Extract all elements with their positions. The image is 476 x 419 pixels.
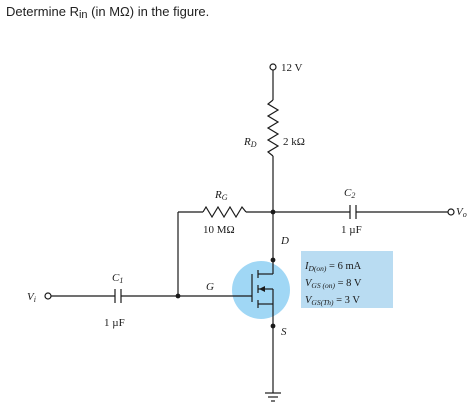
c1-sub: 1 — [119, 276, 123, 285]
spec1-main: I — [304, 261, 309, 272]
vo-sub: o — [463, 210, 467, 219]
vi-terminal — [44, 292, 52, 300]
vi-name: V — [27, 291, 35, 303]
vi-label: Vi — [27, 291, 36, 304]
spec3-val: = 3 V — [334, 295, 361, 306]
supply-label: 12 V — [281, 62, 303, 74]
vi-sub: i — [34, 295, 36, 304]
supply-terminal — [269, 63, 277, 71]
question-prefix: Determine R — [6, 4, 79, 19]
spec-vgs-th: VGS(Th) = 3 V — [305, 295, 360, 307]
question-suffix: (in MΩ) in the figure. — [87, 4, 210, 19]
gate-label: G — [206, 281, 214, 293]
spec2-sub: GS (on) — [311, 281, 335, 290]
body-arrow-icon — [259, 286, 265, 292]
question-text: Determine Rin (in MΩ) in the figure. — [6, 4, 209, 21]
rd-name: R — [243, 136, 251, 148]
c2-sub: 2 — [351, 191, 355, 200]
rd-resistor — [266, 99, 280, 157]
spec-box — [301, 251, 393, 308]
c1-name: C — [112, 272, 120, 284]
spec3-main: V — [305, 295, 313, 306]
spec2-main: V — [305, 278, 313, 289]
rd-label: RD — [243, 136, 257, 149]
rd-value: 2 kΩ — [283, 136, 305, 148]
spec1-sub: D(on) — [308, 264, 327, 273]
rg-resistor — [202, 205, 247, 219]
c2-name: C — [344, 187, 352, 199]
c2-value: 1 µF — [341, 224, 362, 236]
c1-value: 1 µF — [104, 317, 125, 329]
vo-terminal — [447, 208, 455, 216]
c2-label: C2 — [344, 187, 355, 200]
drain-label: D — [280, 235, 289, 247]
rg-value: 10 MΩ — [203, 224, 235, 236]
rd-sub: D — [250, 140, 257, 149]
spec2-val: = 8 V — [335, 278, 362, 289]
vo-label: Vo — [456, 206, 467, 219]
spec3-sub: GS(Th) — [311, 298, 334, 307]
spec-id-on: ID(on) = 6 mA — [304, 261, 362, 273]
c1-label: C1 — [112, 272, 123, 285]
spec-vgs-on: VGS (on) = 8 V — [305, 278, 362, 290]
source-node — [270, 323, 276, 329]
rg-label: RG — [214, 189, 228, 202]
rg-name: R — [214, 189, 222, 201]
source-label: S — [281, 326, 287, 338]
question-subscript: in — [78, 9, 88, 21]
rg-sub: G — [222, 193, 228, 202]
spec1-val: = 6 mA — [326, 261, 361, 272]
vo-name: V — [456, 206, 464, 218]
